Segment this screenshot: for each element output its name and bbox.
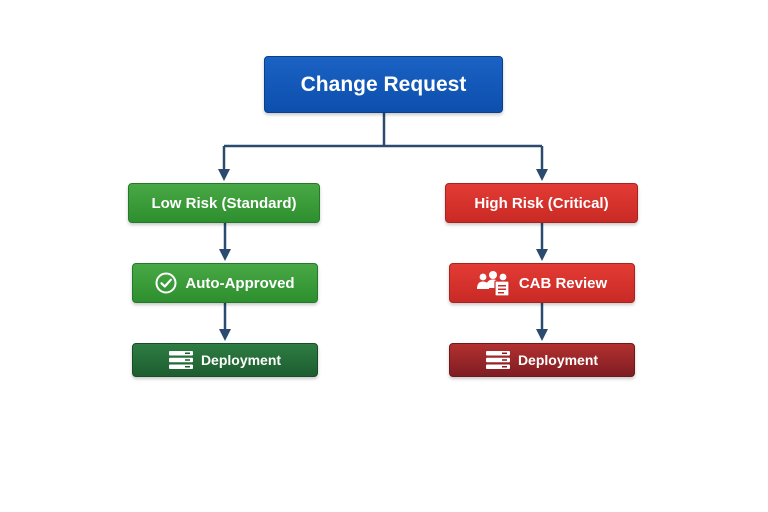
low-deployment-label: Deployment: [200, 352, 282, 368]
low-risk-label: Low Risk (Standard): [151, 194, 297, 212]
high-deployment-label: Deployment: [517, 352, 599, 368]
cab-review-label: CAB Review: [518, 274, 608, 292]
server-icon: [485, 351, 510, 369]
change-request-label: Change Request: [300, 72, 467, 96]
change-request-node: Change Request: [264, 56, 503, 113]
high-deployment-node: Deployment: [449, 343, 635, 377]
high-risk-node: High Risk (Critical): [445, 183, 638, 223]
low-deployment-node: Deployment: [132, 343, 318, 377]
check-circle-icon: [155, 272, 177, 294]
auto-approved-label: Auto-Approved: [185, 274, 295, 292]
high-risk-label: High Risk (Critical): [474, 194, 609, 212]
auto-approved-node: Auto-Approved: [132, 263, 318, 303]
cab-review-node: CAB Review: [449, 263, 635, 303]
server-icon: [168, 351, 193, 369]
low-risk-node: Low Risk (Standard): [128, 183, 320, 223]
people-document-icon: [476, 270, 511, 296]
